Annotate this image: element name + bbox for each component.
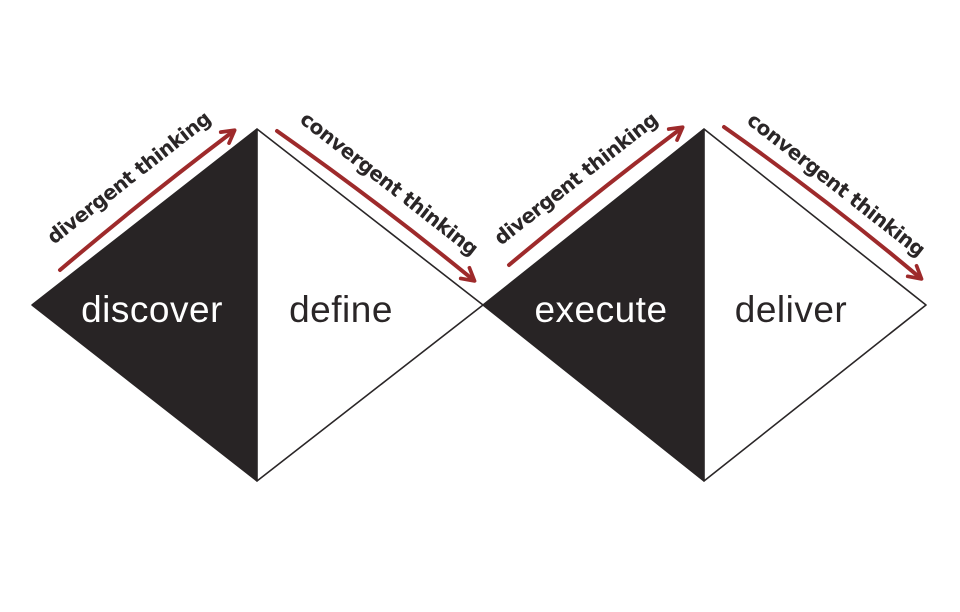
convergent-arrow bbox=[275, 129, 477, 283]
diamond-execute-deliver: execute deliver divergent thinking conve… bbox=[482, 107, 930, 482]
define-half-shape bbox=[256, 128, 484, 482]
define-label: define bbox=[289, 289, 393, 330]
execute-label: execute bbox=[534, 289, 667, 330]
deliver-label: deliver bbox=[735, 289, 848, 330]
divergent-arrow bbox=[58, 128, 237, 272]
diamond-discover-define: discover define divergent thinking conve… bbox=[31, 106, 484, 482]
divergent-arrow bbox=[507, 125, 685, 267]
discover-label: discover bbox=[81, 289, 223, 330]
deliver-half-shape bbox=[703, 128, 927, 482]
convergent-arrow bbox=[722, 125, 924, 281]
